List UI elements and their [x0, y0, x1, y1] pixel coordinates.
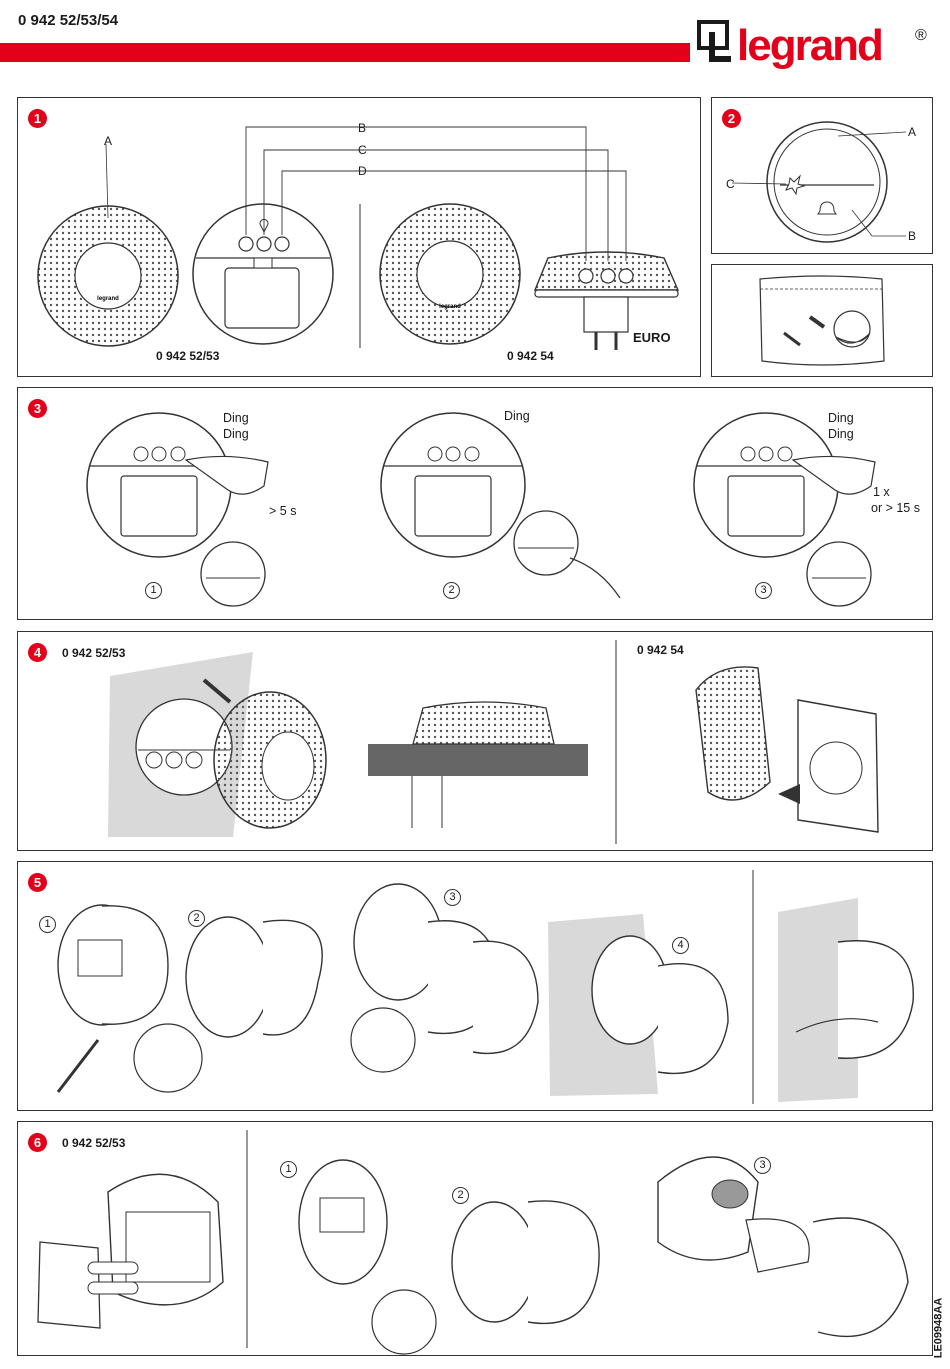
step-badge-5: 5 [28, 873, 47, 892]
plug-euro-label: EURO [633, 330, 671, 345]
accessory-bag-diagram [759, 275, 885, 366]
header-red-bar [0, 43, 690, 62]
time-text-a: > 5 s [269, 504, 297, 518]
model-label-right: 0 942 54 [637, 643, 684, 657]
substep-circle-3: 3 [754, 1157, 771, 1174]
adhesive-pad [833, 310, 871, 348]
time-text-c2: or > 15 s [871, 501, 920, 515]
push-button-3 [806, 541, 872, 607]
step-badge-1: 1 [28, 109, 47, 128]
brand-wordmark: legrand [737, 21, 882, 70]
substep-circle-2: 2 [443, 582, 460, 599]
panel-step-1: 1 A B C D 0 942 52/53 0 942 54 EURO legr… [17, 97, 701, 377]
button-volume [256, 236, 272, 252]
button-cover-3 [472, 940, 539, 1055]
mounting-diagram [108, 640, 879, 844]
chime-logo: legrand [97, 296, 119, 302]
substep-circle-1: 1 [280, 1161, 297, 1178]
hand-press [791, 455, 876, 495]
substep-circle-1: 1 [39, 916, 56, 933]
panel-step-6: 6 0 942 52/53 1 2 3 [17, 1121, 933, 1356]
screwdriver [56, 1039, 100, 1093]
substep-circle-4: 4 [672, 937, 689, 954]
document-reference: 0 942 52/53/54 [18, 12, 119, 29]
chime-back-3 [693, 412, 876, 558]
shelf [368, 744, 588, 776]
button-cover-4 [657, 962, 729, 1075]
sound-text-c2: Ding [828, 427, 854, 441]
pairing-diagram [86, 412, 876, 607]
zoom-circle [371, 1289, 437, 1355]
panel-step-2: 2 A B C [711, 97, 933, 254]
step-badge-2: 2 [722, 109, 741, 128]
battery-label-sheet [745, 1218, 810, 1273]
battery [87, 1261, 139, 1275]
sound-text-a1: Ding [223, 411, 249, 425]
coin-battery [711, 1179, 749, 1209]
push-button-2 [513, 510, 621, 599]
battery [87, 1281, 139, 1295]
svg-text:legrand: legrand [439, 304, 461, 310]
step-badge-4: 4 [28, 643, 47, 662]
doorbell-diagram: legrand legrand [37, 126, 680, 350]
label-b: B [908, 229, 917, 243]
label-a: A [104, 134, 113, 148]
button-cover [812, 1217, 909, 1338]
model-label-left: 0 942 52/53 [62, 646, 126, 660]
hand-press [569, 557, 621, 599]
document-code: LE09948AA [930, 1297, 946, 1360]
substep-circle-1: 1 [145, 582, 162, 599]
model-label: 0 942 52/53 [62, 1136, 126, 1150]
panel-step-5: 5 1 2 3 4 [17, 861, 933, 1111]
panel-step-4: 4 0 942 52/53 0 942 54 [17, 631, 933, 851]
model-label-left: 0 942 52/53 [156, 349, 220, 363]
sound-text-a2: Ding [223, 427, 249, 441]
document-code-text: LE09948AA [932, 1297, 945, 1359]
panel-step-3: 3 Ding Ding > 5 s Ding Ding Ding 1 x or … [17, 387, 933, 620]
battery-replacement-diagram [37, 1130, 909, 1355]
model-label-right: 0 942 54 [507, 349, 554, 363]
label-c: C [726, 177, 735, 191]
button-removed [837, 940, 914, 1059]
substep-circle-2: 2 [452, 1187, 469, 1204]
brand-logo: legrand ® [697, 12, 937, 80]
screw [783, 331, 801, 347]
label-b: B [358, 121, 367, 135]
hand-press [184, 455, 269, 495]
substep-circle-2: 2 [188, 910, 205, 927]
button-cover-2 [262, 919, 323, 1036]
chime-back-1 [86, 412, 269, 558]
plugin-chime-top [412, 701, 555, 745]
insert-arrow [778, 784, 800, 804]
legrand-logo-mark: legrand ® [697, 20, 927, 70]
sound-text-c1: Ding [828, 411, 854, 425]
label-a: A [908, 125, 917, 139]
registered-mark: ® [915, 27, 927, 44]
button-back-2 [451, 1201, 537, 1323]
hand-pull [795, 1018, 879, 1033]
push-button-1 [200, 541, 266, 607]
step-badge-6: 6 [28, 1133, 47, 1152]
button-open [657, 1156, 759, 1261]
zoom-circle [350, 1007, 416, 1073]
plugin-chime-side [695, 666, 771, 801]
zoom-circle [133, 1023, 203, 1093]
battery-cover [37, 1241, 101, 1329]
time-text-c1: 1 x [873, 485, 890, 499]
button-melody [238, 236, 254, 252]
panel-accessories: x 3 x 3 x 1 [711, 264, 933, 377]
sound-text-b1: Ding [504, 409, 530, 423]
chime-back-2 [380, 412, 526, 558]
push-button-diagram [731, 121, 907, 243]
screw [202, 678, 232, 704]
substep-circle-3: 3 [755, 582, 772, 599]
substep-circle-3: 3 [444, 889, 461, 906]
button-back-2 [185, 916, 271, 1038]
wall-plug [808, 315, 826, 329]
button-pair [274, 236, 290, 252]
battery-button-diagram [56, 870, 914, 1104]
step-badge-3: 3 [28, 399, 47, 418]
